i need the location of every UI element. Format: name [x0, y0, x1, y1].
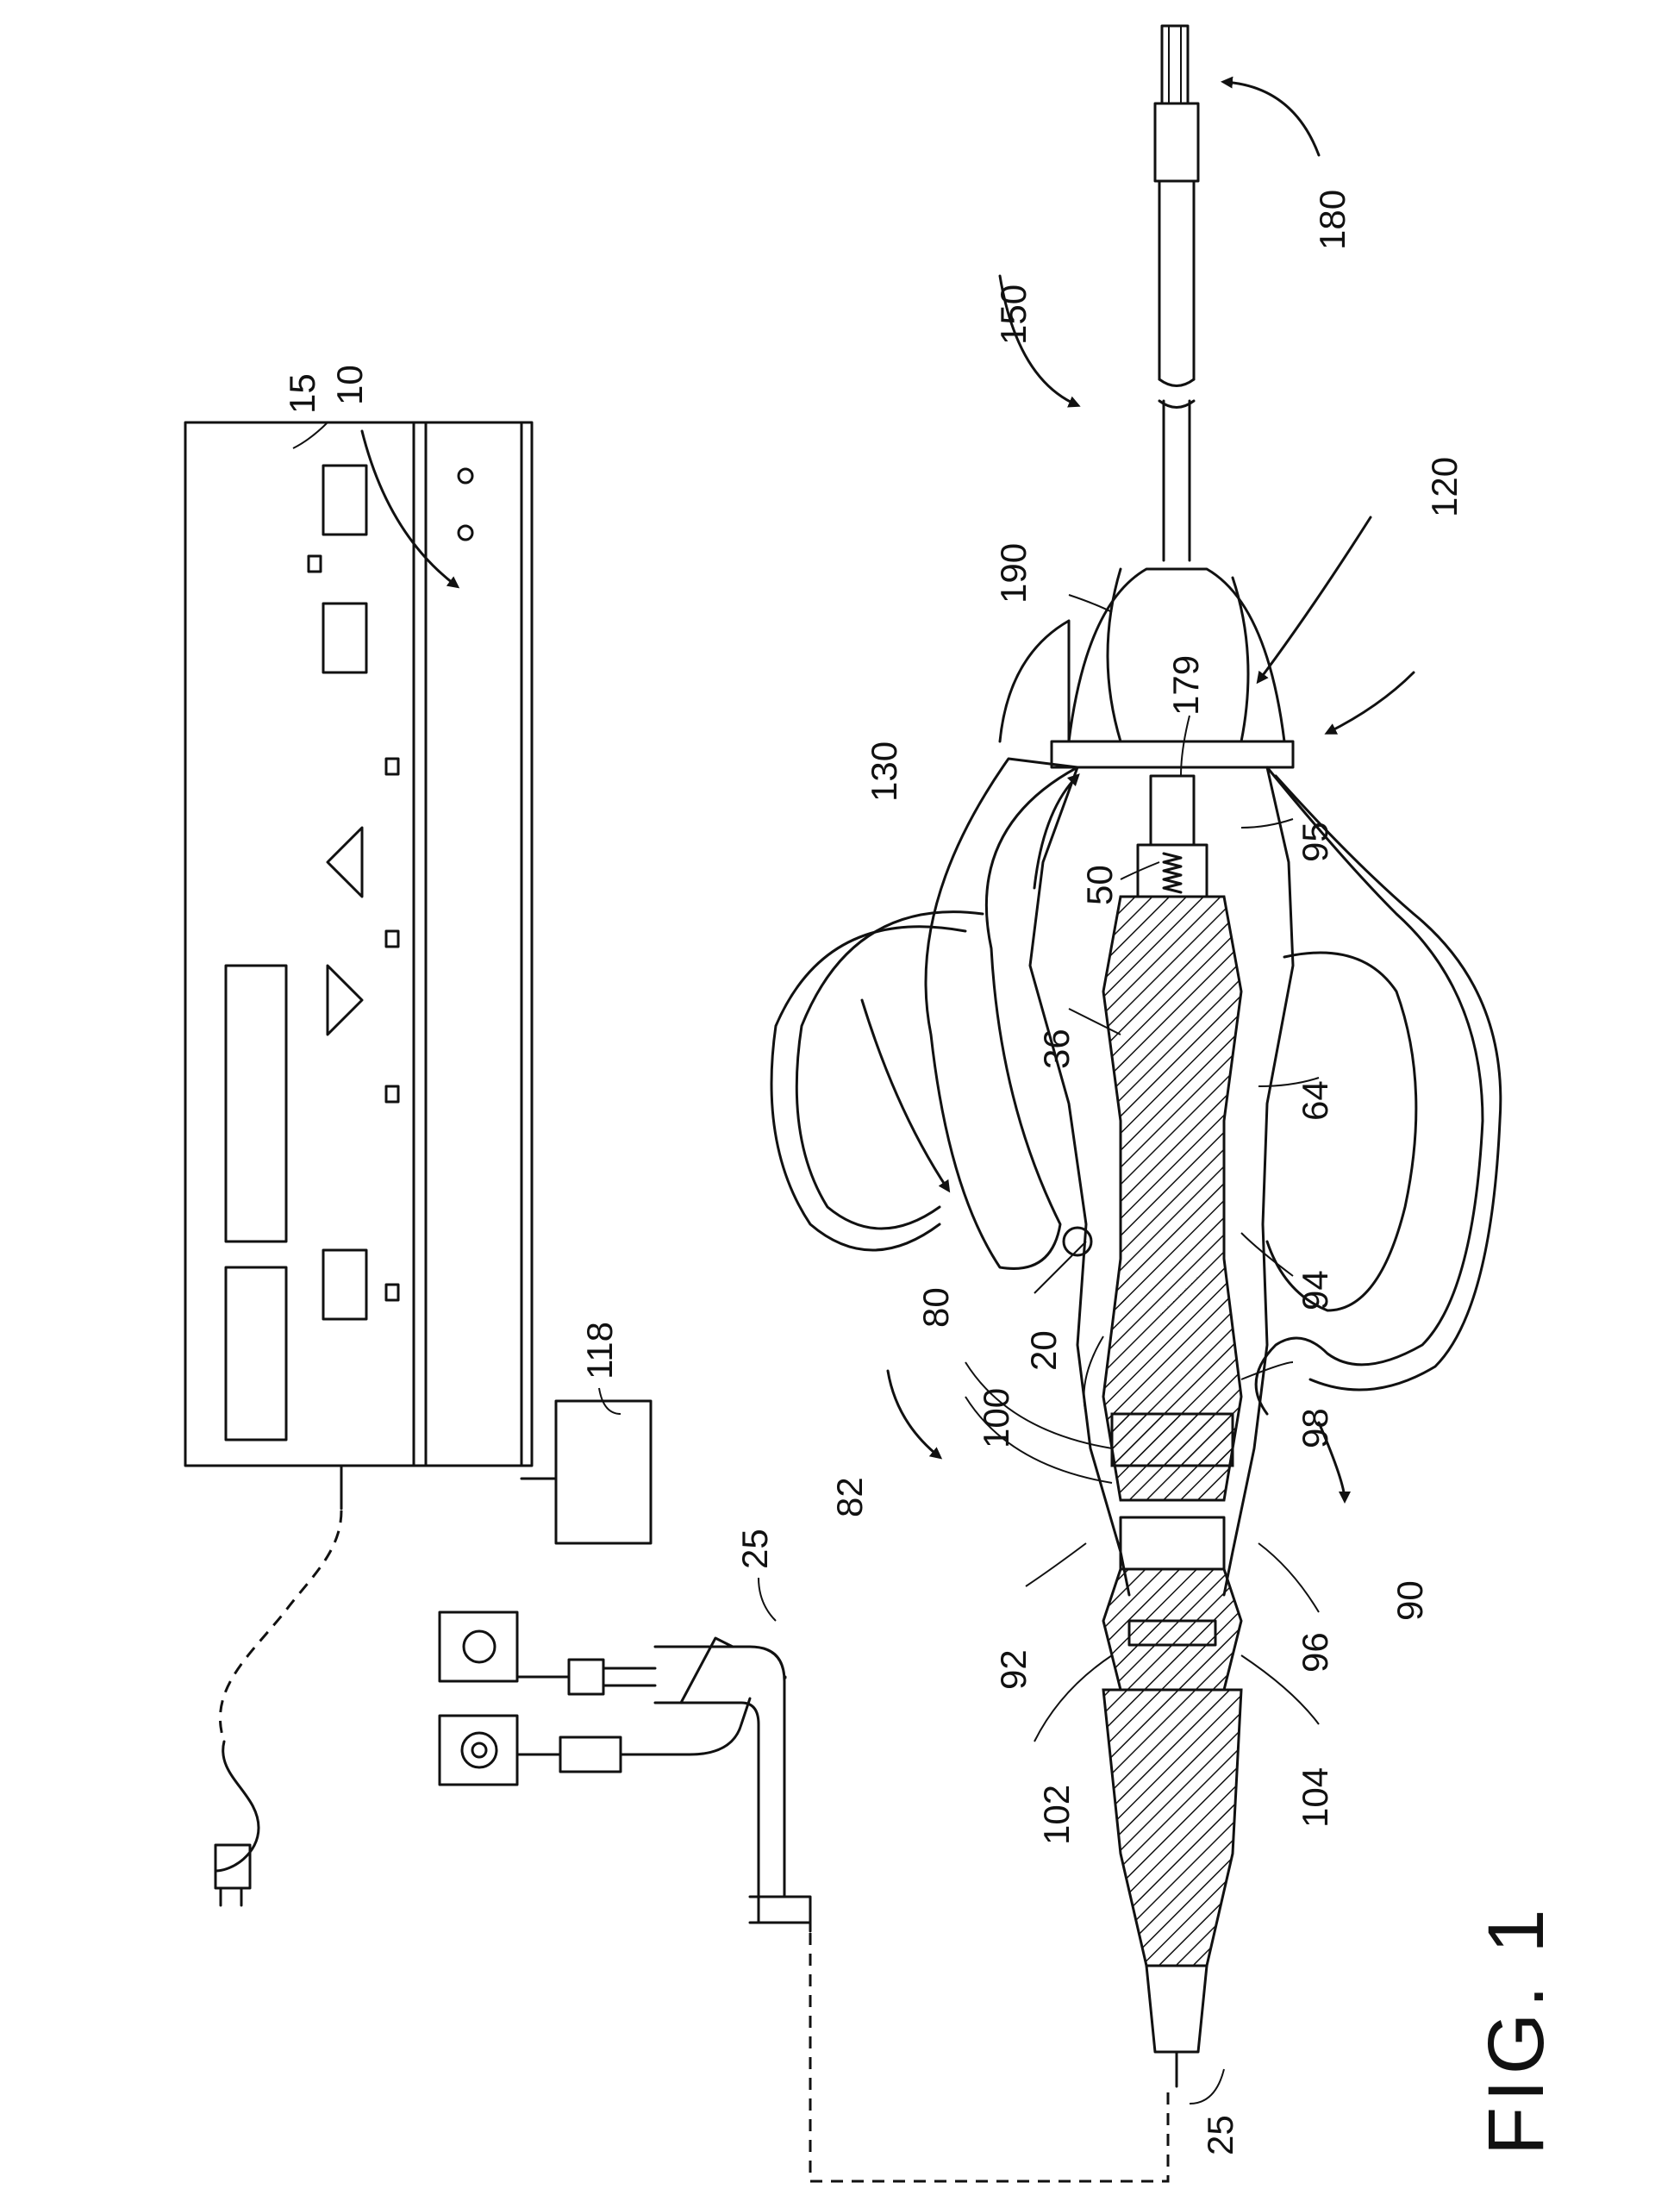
label-118: 118: [579, 1322, 620, 1379]
label-25-top: 25: [734, 1529, 775, 1569]
display-window: [226, 1267, 286, 1440]
cable-assembly: [517, 1638, 1168, 2181]
label-20: 20: [1023, 1330, 1064, 1371]
label-102: 102: [1036, 1785, 1077, 1845]
label-104: 104: [1295, 1767, 1335, 1828]
handle-housing: [1030, 767, 1293, 2086]
footswitch-box: [521, 1401, 651, 1543]
shaft: [1159, 181, 1194, 560]
label-92: 92: [993, 1649, 1034, 1690]
leader-arrows: [293, 82, 1414, 2104]
label-179: 179: [1165, 655, 1206, 716]
label-15: 15: [282, 373, 322, 414]
label-10: 10: [329, 365, 370, 405]
label-98: 98: [1295, 1408, 1335, 1448]
label-50: 50: [1079, 865, 1120, 905]
label-36: 36: [1036, 1029, 1077, 1069]
button-right: [323, 1250, 366, 1319]
button-mid: [323, 604, 366, 672]
label-90: 90: [1390, 1580, 1430, 1621]
figure-caption: FIG. 1: [1472, 1904, 1560, 2155]
reference-labels: 10 15 118 25 25 82 90 92 96 98 100 20 10…: [282, 190, 1465, 2155]
label-82: 82: [829, 1477, 870, 1517]
label-80: 80: [915, 1287, 956, 1328]
arrow-down-button: [328, 828, 362, 897]
power-cord: [215, 1466, 341, 1905]
label-25-bottom: 25: [1200, 2115, 1240, 2155]
label-96: 96: [1295, 1632, 1335, 1673]
label-64: 64: [1295, 1080, 1335, 1121]
fixed-handle: [1256, 767, 1501, 1414]
label-100: 100: [976, 1388, 1016, 1448]
label-120: 120: [1424, 457, 1465, 517]
label-95: 95: [1295, 822, 1335, 862]
arrow-up-button: [328, 966, 362, 1035]
label-190: 190: [993, 543, 1034, 604]
label-130: 130: [864, 741, 904, 802]
label-150: 150: [993, 285, 1034, 345]
end-effector: [1155, 26, 1198, 181]
rotation-knob: [1000, 569, 1293, 767]
button-left: [323, 466, 366, 535]
generator-unit: [185, 422, 532, 1785]
label-180: 180: [1312, 190, 1352, 250]
label-94: 94: [1295, 1270, 1335, 1310]
